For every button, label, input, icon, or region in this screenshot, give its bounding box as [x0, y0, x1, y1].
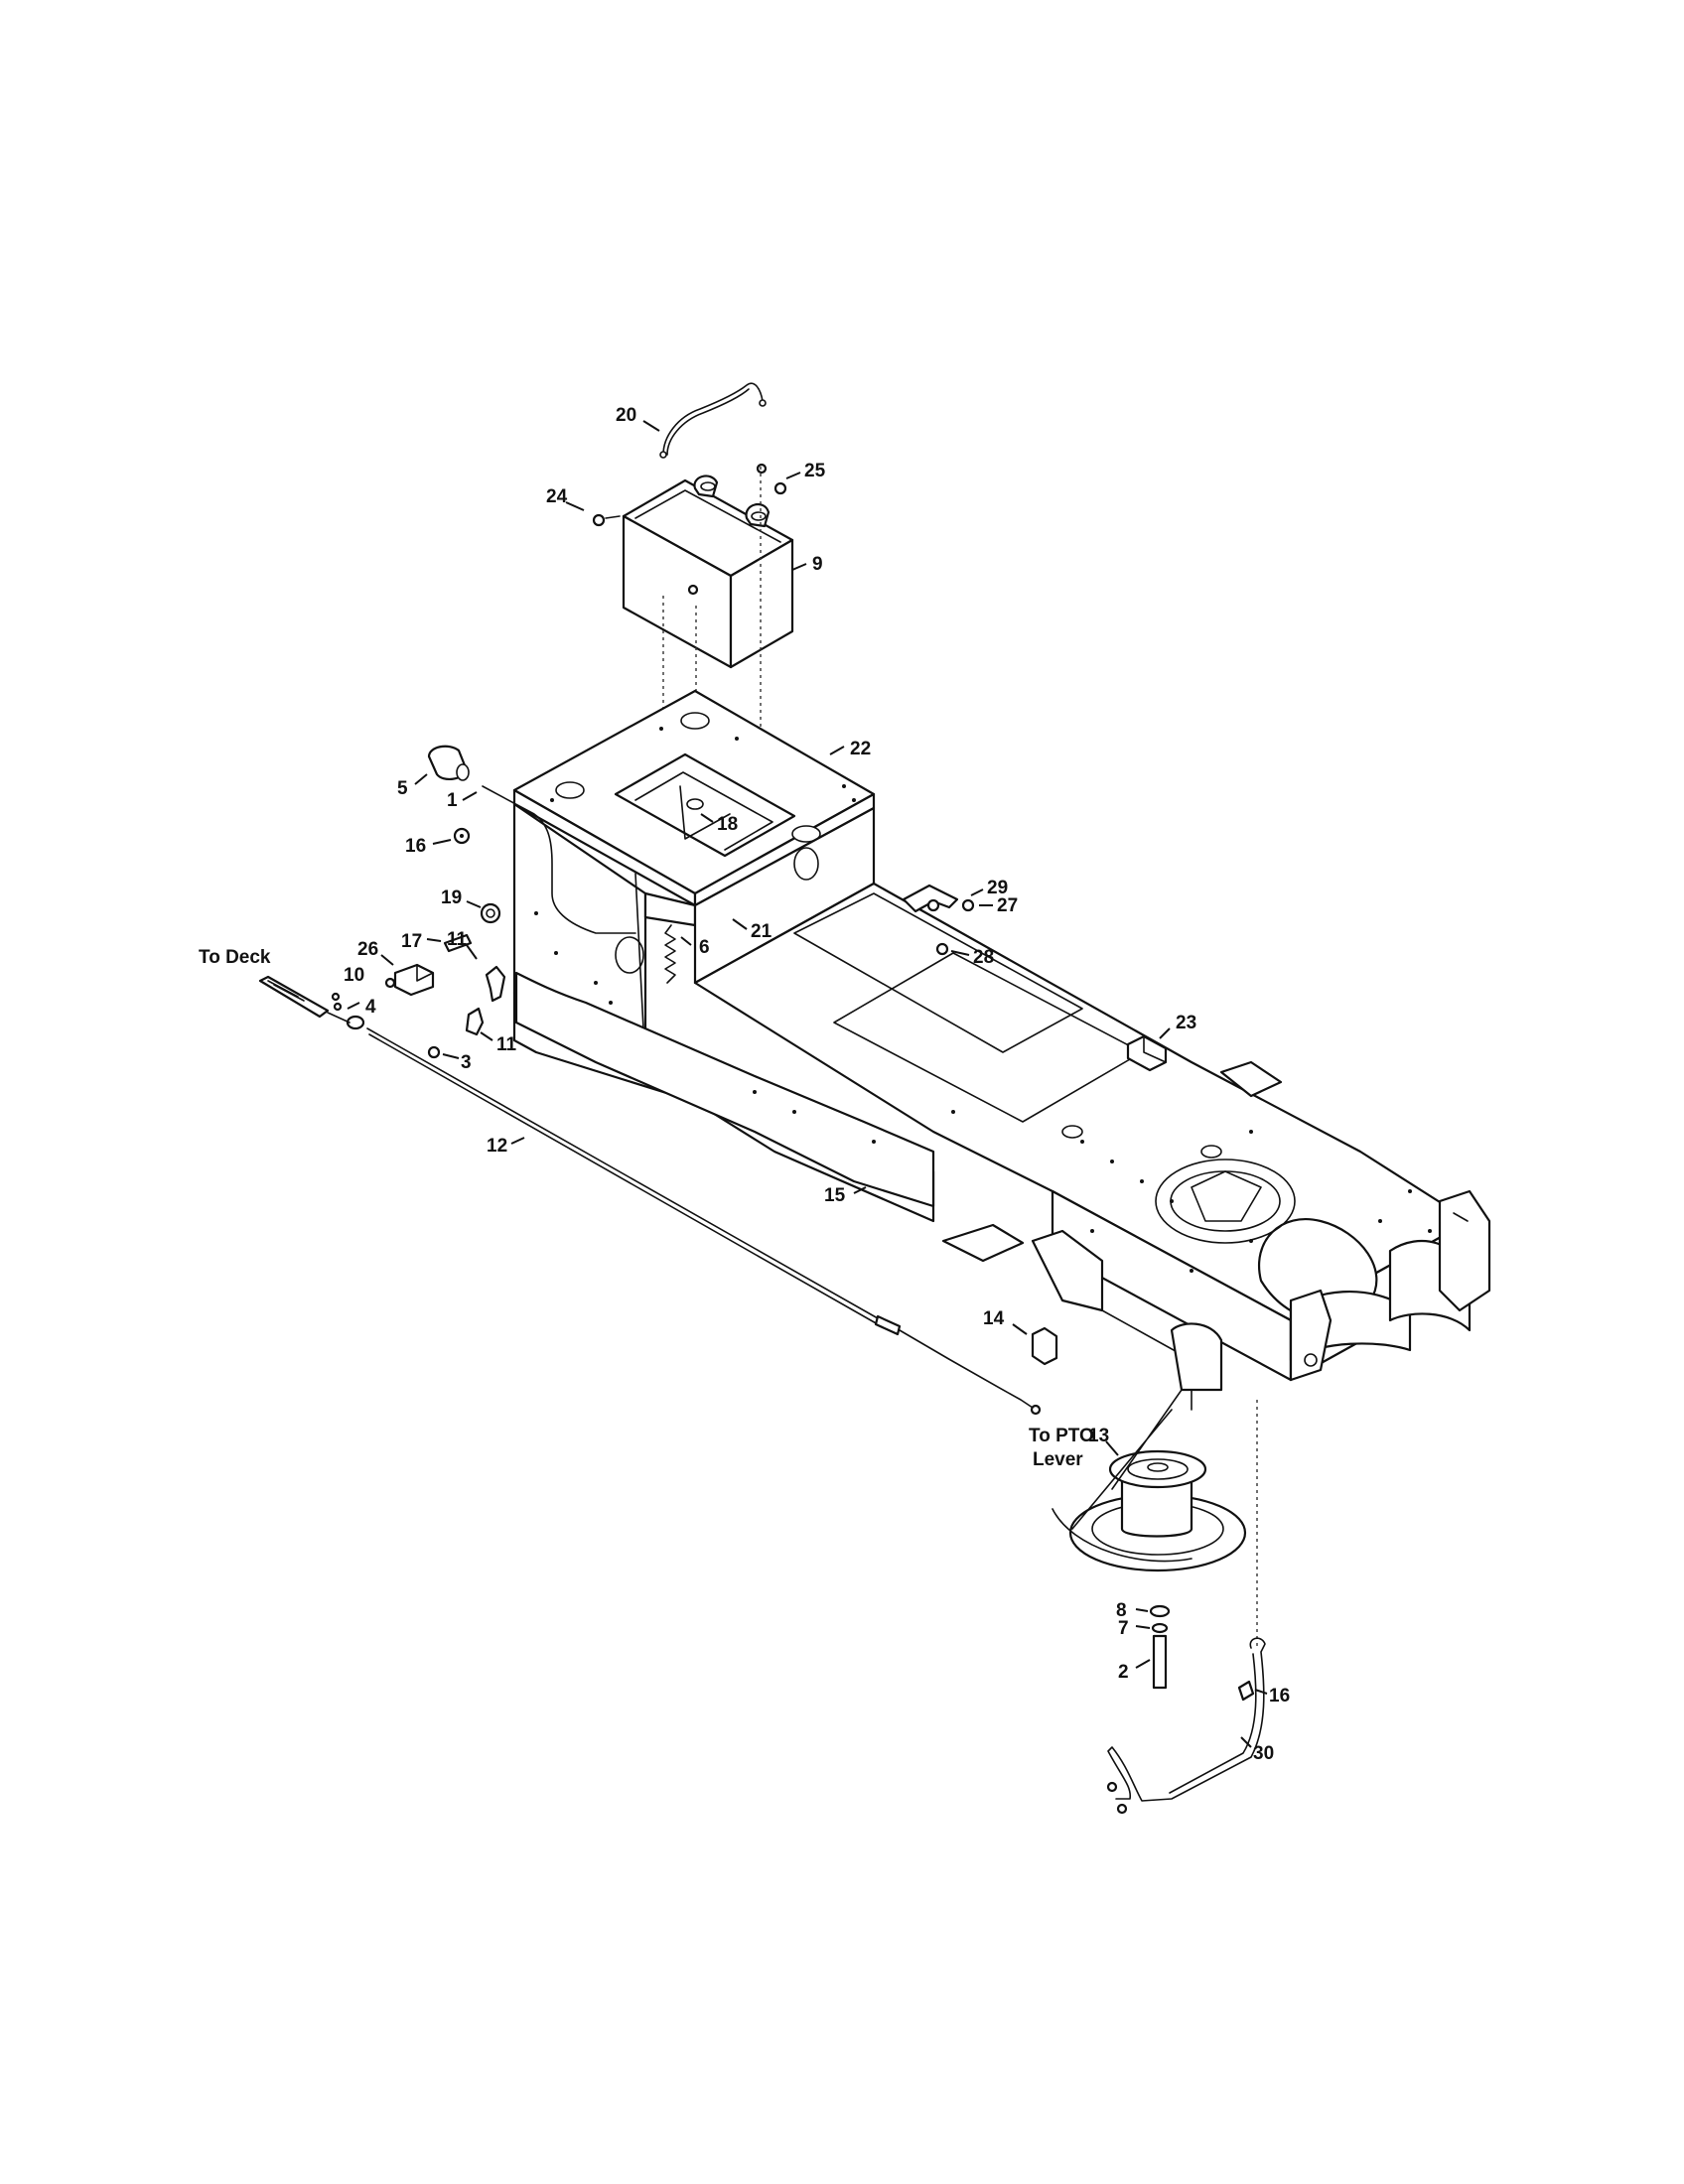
callout-17: 17 — [401, 931, 422, 952]
callout-16: 16 — [1269, 1686, 1290, 1706]
callout-13: 13 — [1088, 1426, 1109, 1446]
cable-12 — [258, 975, 1042, 1416]
main-frame-15 — [512, 882, 1491, 1411]
callout-1: 1 — [447, 790, 458, 811]
callout-12: 12 — [487, 1136, 507, 1157]
callout-25: 25 — [804, 461, 826, 481]
callout-9: 9 — [812, 554, 823, 575]
battery-9 — [622, 475, 794, 669]
pulley-13 — [1052, 1389, 1247, 1572]
callout-7: 7 — [1118, 1618, 1129, 1639]
bracket-29 — [902, 884, 959, 913]
washer-8 — [1149, 1604, 1171, 1618]
screw-10 — [384, 977, 396, 989]
lift-rod-1 — [482, 785, 636, 934]
callout-11: 11 — [447, 929, 468, 950]
clip-11b — [465, 1007, 485, 1036]
bushing-7 — [1151, 1622, 1169, 1634]
callout-leaders — [347, 420, 1268, 1748]
callout-4: 4 — [365, 997, 376, 1018]
callout-15: 15 — [824, 1185, 846, 1206]
callout-6: 6 — [699, 937, 710, 958]
callout-2: 2 — [1118, 1662, 1129, 1683]
callout-26: 26 — [357, 939, 378, 960]
battery-cable-20 — [659, 382, 767, 459]
clip-11a — [485, 965, 506, 1003]
screw-3 — [427, 1045, 441, 1059]
bolt-16a — [453, 827, 471, 845]
callout-8: 8 — [1116, 1600, 1127, 1621]
callout-5: 5 — [397, 778, 408, 799]
callout-22: 22 — [850, 739, 871, 759]
callout-27: 27 — [997, 895, 1018, 916]
interlock-switch-26 — [393, 963, 435, 997]
callout-24: 24 — [546, 486, 568, 507]
note-to-deck: To Deck — [199, 947, 271, 968]
bushing-19 — [480, 902, 501, 924]
spring-6 — [664, 924, 676, 984]
callout-29: 29 — [987, 878, 1008, 898]
callout-28: 28 — [973, 947, 994, 968]
callout-18: 18 — [717, 814, 738, 835]
callout-20: 20 — [616, 405, 636, 426]
battery-tray-22 — [512, 689, 876, 907]
shaft-2 — [1152, 1634, 1168, 1690]
knob-5 — [427, 745, 470, 781]
callout-14: 14 — [983, 1308, 1005, 1329]
callout-11: 11 — [496, 1034, 517, 1055]
battery-hardware — [592, 463, 787, 596]
callout-30: 30 — [1253, 1743, 1274, 1764]
callout-16: 16 — [405, 836, 426, 857]
callout-3: 3 — [461, 1052, 472, 1073]
switch-14 — [1031, 1326, 1058, 1366]
bolt-28 — [935, 942, 949, 956]
callout-23: 23 — [1176, 1013, 1196, 1033]
bolt-17 — [443, 933, 473, 953]
note-to-pto-line2: Lever — [1033, 1449, 1083, 1470]
note-to-pto-line1: To PTO — [1029, 1426, 1094, 1446]
bolt-16b — [1237, 1680, 1255, 1702]
callout-19: 19 — [441, 887, 462, 908]
rod-30 — [1106, 1637, 1266, 1815]
switch-23 — [1126, 1034, 1168, 1072]
callout-10: 10 — [344, 965, 364, 986]
callout-21: 21 — [751, 921, 772, 942]
nut-4 — [331, 992, 343, 1012]
nut-27 — [961, 898, 975, 912]
